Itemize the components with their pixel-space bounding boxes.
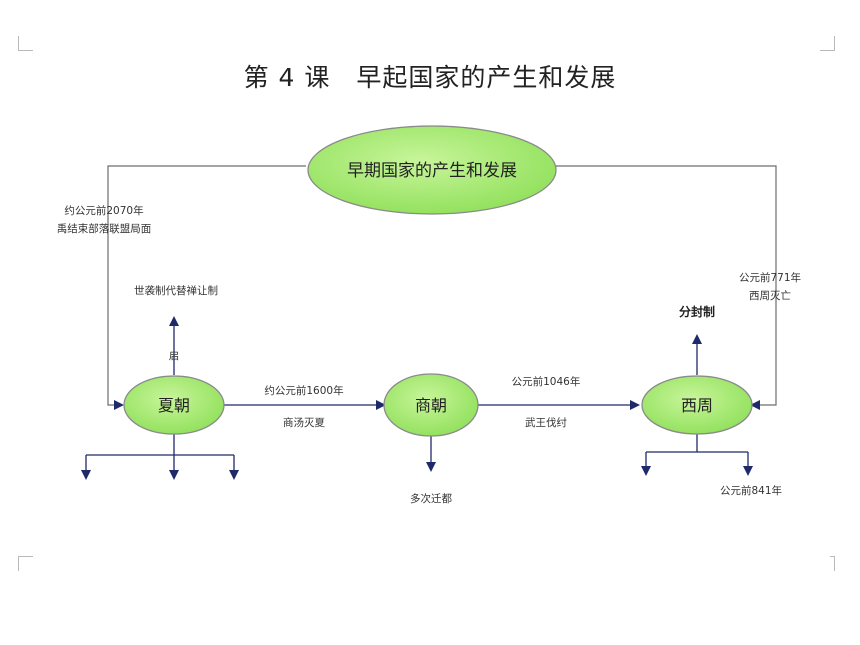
label-shang-zhou-event: 武王伐纣 [525, 416, 567, 429]
corner-mark-top-right [820, 36, 835, 51]
node-shang-label: 商朝 [415, 396, 447, 415]
label-left-date: 约公元前2070年 [64, 204, 143, 217]
page-title: 第 4 课 早起国家的产生和发展 [243, 63, 617, 92]
node-zhou-label: 西周 [681, 396, 713, 415]
label-xia-up-mid: 启 [169, 349, 180, 362]
connector-center-to-xia [107, 165, 306, 410]
label-right-event: 西周灭亡 [749, 289, 791, 302]
node-zhou: 西周 [641, 375, 753, 435]
label-xia-shang-event: 商汤灭夏 [283, 416, 325, 429]
cropped-region [40, 506, 830, 566]
label-zhou-up: 分封制 [679, 304, 715, 319]
connector-center-to-zhou [556, 165, 777, 410]
label-shang-down: 多次迁都 [410, 492, 452, 505]
label-zhou-down-right: 公元前841年 [720, 484, 782, 497]
node-center: 早期国家的产生和发展 [307, 125, 557, 215]
node-xia-label: 夏朝 [158, 396, 190, 415]
corner-mark-bottom-left [18, 556, 33, 571]
node-xia: 夏朝 [123, 375, 225, 435]
label-right-date: 公元前771年 [739, 271, 801, 284]
label-left-event: 禹结束部落联盟局面 [57, 222, 152, 235]
label-xia-up-top: 世袭制代替禅让制 [134, 284, 218, 297]
corner-mark-top-left [18, 36, 33, 51]
label-xia-shang-date: 约公元前1600年 [264, 384, 343, 397]
node-center-label: 早期国家的产生和发展 [347, 161, 517, 181]
node-shang: 商朝 [383, 373, 479, 437]
label-shang-zhou-date: 公元前1046年 [512, 375, 581, 388]
